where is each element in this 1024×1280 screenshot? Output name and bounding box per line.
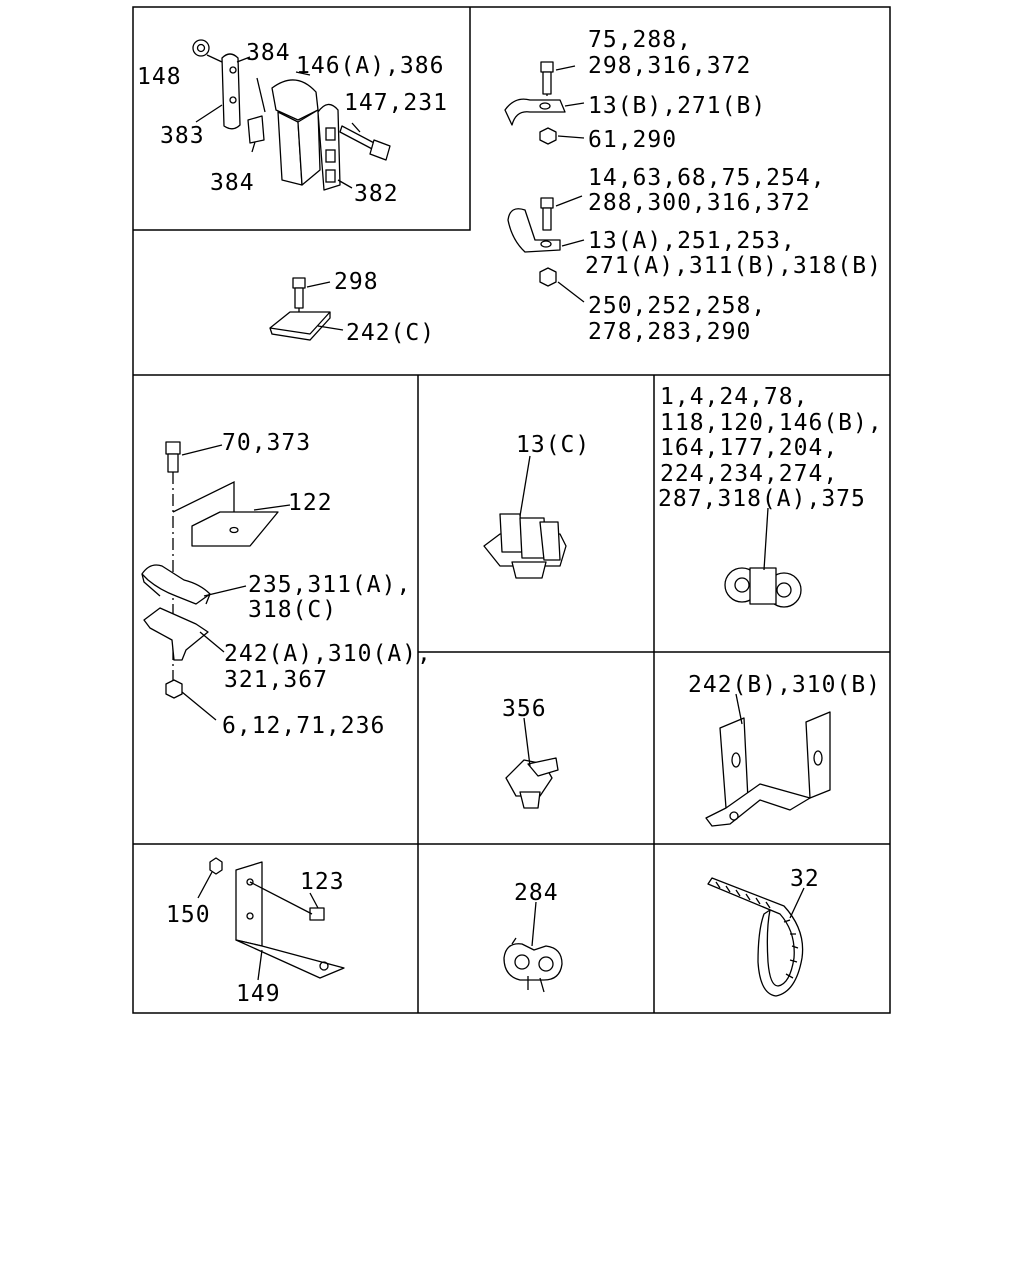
callout-label: 61,290 (588, 127, 677, 153)
callout-label: 146(A),386 (296, 53, 444, 79)
callout-label: 287,318(A),375 (658, 486, 866, 512)
callout-label: 235,311(A), (248, 572, 411, 598)
callout-label: 6,12,71,236 (222, 713, 385, 739)
callout-label: 118,120,146(B), (660, 410, 883, 436)
callout-label: 321,367 (224, 667, 328, 693)
callout-label: 278,283,290 (588, 319, 751, 345)
callout-label: 382 (354, 181, 399, 207)
callout-label: 271(A),311(B),318(B) (585, 253, 882, 279)
cell-bolt-plate: 298 242(C) (269, 269, 435, 346)
callout-label: 70,373 (222, 430, 311, 456)
callout-label: 288,300,316,372 (588, 190, 811, 216)
cell-clamp-assembly: 148 384 146(A),386 147,231 383 384 382 (137, 39, 448, 207)
callout-label: 14,63,68,75,254, (588, 165, 826, 191)
callout-label: 148 (137, 64, 182, 90)
callout-label: 13(B),271(B) (588, 93, 766, 119)
callout-label: 384 (210, 170, 255, 196)
cell-double-clip: 284 (503, 880, 563, 993)
cell-cable-tie: 32 (707, 866, 820, 997)
cell-u-bracket: 242(B),310(B) (688, 672, 881, 827)
callout-label: 298 (334, 269, 379, 295)
cell-l-bracket: 150 123 149 (166, 857, 345, 1007)
callout-label: 250,252,258, (588, 293, 766, 319)
callout-label: 13(A),251,253, (588, 228, 796, 254)
diagram-frame (132, 6, 891, 1014)
callout-label: 75,288, (588, 27, 692, 53)
callout-label: 242(A),310(A), (224, 641, 432, 667)
callout-label: 147,231 (344, 90, 448, 116)
cell-twin-clamp: 1,4,24,78, 118,120,146(B), 164,177,204, … (658, 384, 883, 608)
callout-label: 224,234,274, (660, 461, 838, 487)
callout-label: 149 (236, 981, 281, 1007)
cell-bolt-clip-stacks: 75,288, 298,316,372 13(B),271(B) 61,290 … (504, 27, 882, 345)
callout-label: 298,316,372 (588, 53, 751, 79)
cell-multi-clip: 13(C) (483, 432, 590, 579)
callout-label: 164,177,204, (660, 435, 838, 461)
callout-label: 383 (160, 123, 205, 149)
callout-label: 242(C) (346, 320, 435, 346)
callout-label: 242(B),310(B) (688, 672, 881, 698)
callout-label: 123 (300, 869, 345, 895)
callout-label: 32 (790, 866, 820, 892)
callout-label: 384 (246, 40, 291, 66)
callout-label: 122 (288, 490, 333, 516)
cell-small-clip: 356 (502, 696, 559, 809)
cell-clamp-stack: 70,373 122 235,311(A), 318(C) 242(A),310… (141, 430, 432, 739)
callout-label: 150 (166, 902, 211, 928)
callout-label: 356 (502, 696, 547, 722)
callout-label: 13(C) (516, 432, 590, 458)
callout-label: 318(C) (248, 597, 337, 623)
callout-label: 284 (514, 880, 559, 906)
callout-label: 1,4,24,78, (660, 384, 808, 410)
